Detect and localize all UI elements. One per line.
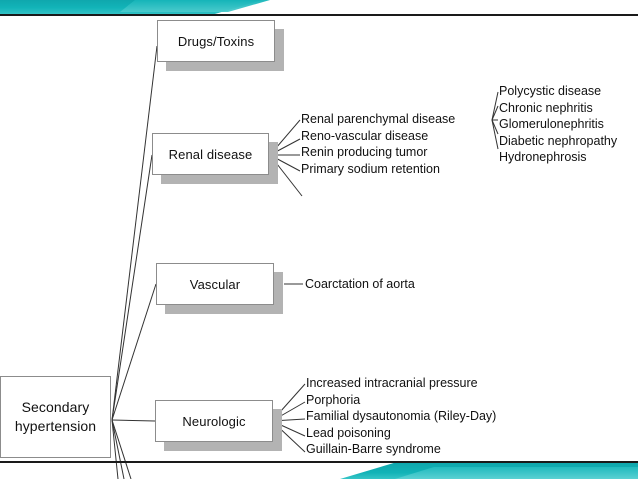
leaf-coarctation-of-aorta[interactable]: Coarctation of aorta (305, 277, 415, 291)
node-vascular[interactable]: Vascular (156, 263, 274, 305)
root-label-line2: hypertension (14, 418, 97, 434)
node-label-neurologic: Neurologic (182, 413, 246, 429)
node-label-renal-disease: Renal disease (168, 146, 253, 162)
leaf-polycystic-disease[interactable]: Polycystic disease (499, 84, 602, 98)
teal-banner-bottom-accent (395, 467, 638, 479)
root-label-line1: Secondary (21, 399, 90, 416)
leaf-increased-intracranial-pressure[interactable]: Increased intracranial pressure (306, 376, 478, 390)
leaf-primary-sodium-retention[interactable]: Primary sodium retention (301, 161, 440, 176)
leaf-lead-poisoning[interactable]: Lead poisoning (306, 425, 391, 440)
node-renal-disease[interactable]: Renal disease (152, 133, 269, 175)
leaf-glomerulonephritis[interactable]: Glomerulonephritis (499, 117, 604, 131)
leaf-guillain-barre-syndrome[interactable]: Guillain-Barre syndrome (306, 442, 441, 456)
leaf-renal-parenchymal-disease[interactable]: Renal parenchymal disease (301, 112, 456, 126)
leaf-reno-vascular-disease[interactable]: Reno-vascular disease (301, 128, 429, 143)
teal-banner-top-accent (120, 0, 270, 12)
leaf-renin-producing-tumor[interactable]: Renin producing tumor (301, 145, 428, 159)
leaf-hydronephrosis[interactable]: Hydronephrosis (499, 150, 587, 164)
bottom-divider-rule (0, 461, 638, 463)
node-neurologic[interactable]: Neurologic (155, 400, 273, 442)
leaf-porphoria[interactable]: Porphoria (306, 392, 361, 407)
leaf-group-renal-disease: Renal parenchymal disease Reno-vascular … (301, 111, 455, 177)
leaf-group-neurologic: Increased intracranial pressure Porphori… (306, 375, 496, 458)
node-label-drugs-toxins: Drugs/Toxins (177, 33, 255, 49)
leaf-familial-dysautonomia[interactable]: Familial dysautonomia (Riley-Day) (306, 409, 497, 423)
leaf-group-vascular: Coarctation of aorta (305, 276, 415, 293)
leaf-chronic-nephritis[interactable]: Chronic nephritis (499, 100, 593, 115)
node-label-vascular: Vascular (189, 276, 241, 292)
leaf-diabetic-nephropathy[interactable]: Diabetic nephropathy (499, 133, 618, 148)
top-divider-rule (0, 14, 638, 16)
leaf-group-renal-parenchymal-subtypes: Polycystic disease Chronic nephritis Glo… (499, 83, 617, 166)
node-drugs-toxins[interactable]: Drugs/Toxins (157, 20, 275, 62)
node-secondary-hypertension[interactable]: Secondary hypertension (0, 376, 111, 458)
